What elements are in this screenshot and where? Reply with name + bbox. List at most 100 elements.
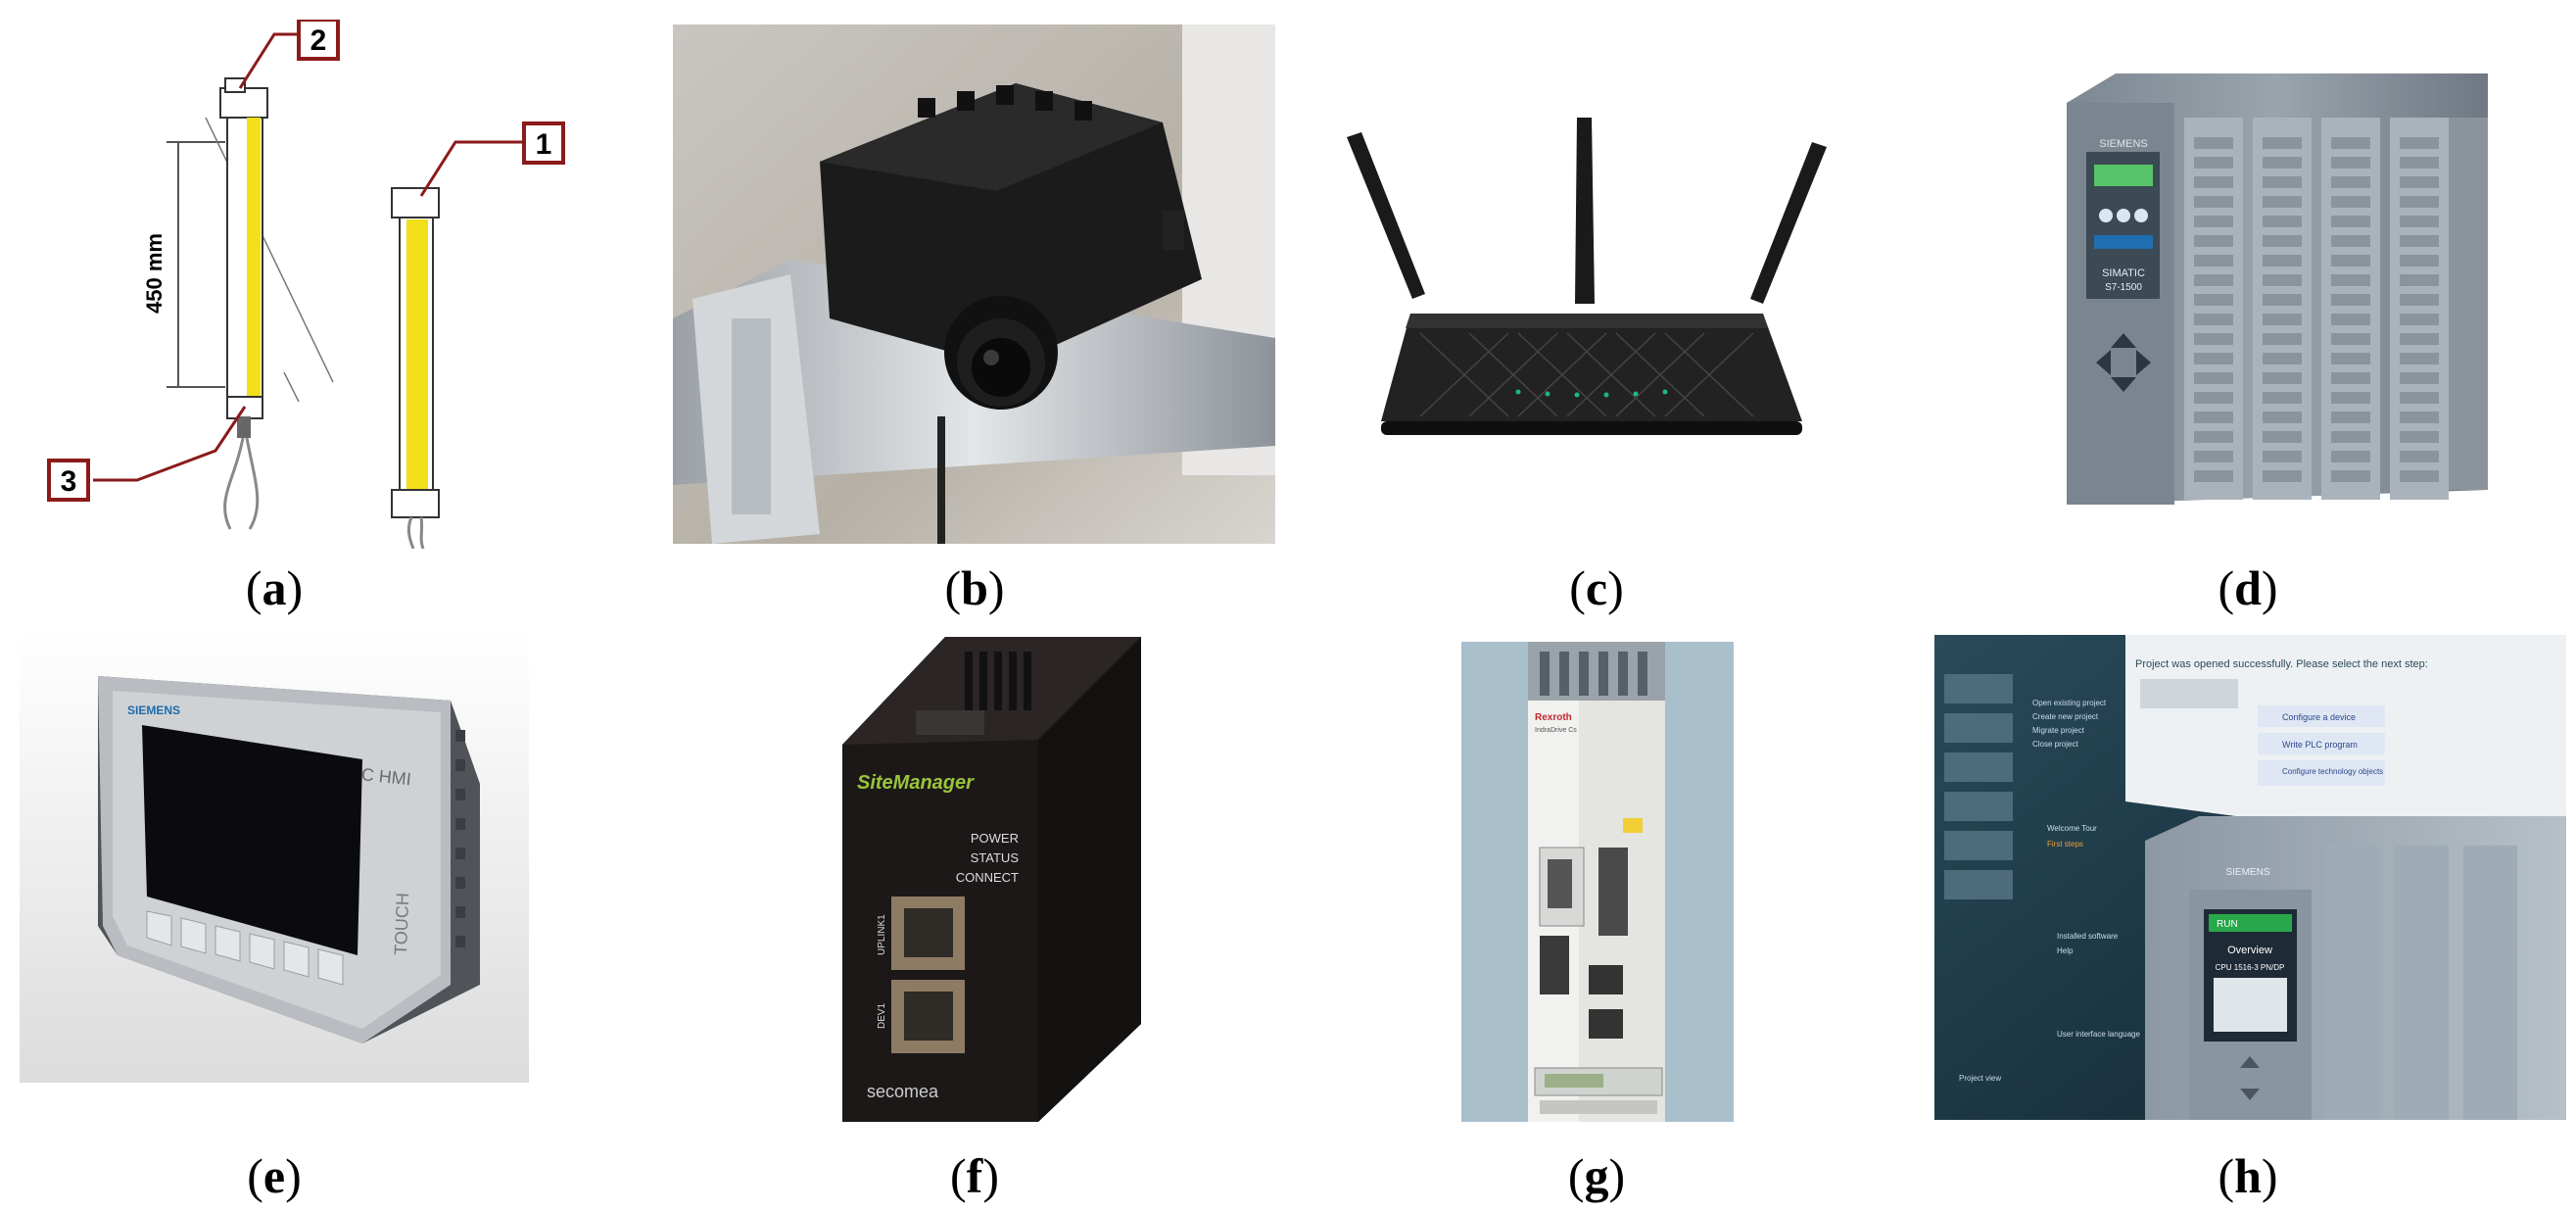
plc-terminal-slot	[2331, 176, 2370, 188]
plc-terminal-slot	[2263, 431, 2302, 443]
tia-menu-language[interactable]: User interface language	[2057, 1030, 2140, 1039]
plc-terminal-slot	[2194, 412, 2233, 423]
plc-terminal-slot	[2194, 157, 2233, 169]
plc-terminal-slot	[2263, 216, 2302, 227]
tia-menu-help[interactable]: Help	[2057, 946, 2074, 955]
plc-terminal-slot	[2194, 314, 2233, 325]
led-connect-label: CONNECT	[956, 870, 1019, 885]
dev-label: DEV1	[877, 1002, 887, 1029]
uplink-label: UPLINK1	[877, 914, 887, 955]
panel-c-router	[1342, 98, 1832, 451]
plc-terminal-slot	[2194, 235, 2233, 247]
plc-terminal-slot	[2400, 412, 2439, 423]
plc-terminal-slot	[2331, 294, 2370, 306]
plc-terminal-slot	[2263, 353, 2302, 364]
plc-terminal-slot	[2400, 372, 2439, 384]
caption-h: (h)	[2218, 1148, 2278, 1203]
plc-terminal-slot	[2263, 176, 2302, 188]
tia-menu-create[interactable]: Create new project	[2032, 712, 2099, 721]
plc-terminal-slot	[2331, 235, 2370, 247]
plc-terminal-slot	[2400, 176, 2439, 188]
plc-terminal-slot	[2263, 372, 2302, 384]
rexroth-brand: Rexroth	[1535, 712, 1572, 723]
tia-menu-welcome[interactable]: Welcome Tour	[2047, 824, 2097, 833]
plc-terminal-slot	[2263, 451, 2302, 462]
plc-terminal-slot	[2263, 157, 2302, 169]
callout-2: 2	[310, 24, 327, 57]
tia-menu-close[interactable]: Close project	[2032, 740, 2078, 749]
tia-project-view[interactable]: Project view	[1959, 1074, 2001, 1083]
tia-menu-installed[interactable]: Installed software	[2057, 932, 2119, 941]
plc-terminal-slot	[2400, 216, 2439, 227]
plc-terminal-slot	[2331, 314, 2370, 325]
plc-terminal-slot	[2400, 235, 2439, 247]
plc-brand-h: SIEMENS	[2225, 867, 2269, 878]
panel-e-hmi: SIEMENS SIMATIC HMI TOUCH	[20, 632, 529, 1083]
tia-menu-open[interactable]: Open existing project	[2032, 699, 2107, 707]
plc-terminal-slot	[2400, 392, 2439, 404]
caption-f: (f)	[950, 1148, 999, 1203]
panel-g-indradrive: Rexroth IndraDrive Cs	[1461, 642, 1734, 1122]
plc-terminal-slot	[2400, 333, 2439, 345]
caption-e: (e)	[247, 1148, 302, 1203]
plc-terminal-slot	[2331, 137, 2370, 149]
step-configure-device: Configure a device	[2282, 712, 2356, 722]
plc-terminal-slot	[2194, 470, 2233, 482]
plc-terminal-slot	[2400, 137, 2439, 149]
plc-series: S7-1500	[2105, 282, 2142, 293]
tia-menu-migrate[interactable]: Migrate project	[2032, 726, 2085, 735]
caption-a: (a)	[245, 560, 304, 615]
plc-terminal-slot	[2400, 431, 2439, 443]
plc-terminal-slot	[2400, 353, 2439, 364]
plc-terminal-slot	[2331, 157, 2370, 169]
plc-terminal-slot	[2263, 314, 2302, 325]
callout-1: 1	[536, 128, 552, 161]
indradrive-model: IndraDrive Cs	[1535, 727, 1577, 734]
plc-terminal-slot	[2194, 294, 2233, 306]
tia-headline: Project was opened successfully. Please …	[2135, 658, 2428, 670]
plc-terminal-slot	[2194, 255, 2233, 267]
plc-terminal-slot	[2400, 294, 2439, 306]
step-configure-technology: Configure technology objects	[2282, 767, 2383, 776]
plc-terminal-slot	[2263, 333, 2302, 345]
plc-terminal-slot	[2331, 431, 2370, 443]
plc-terminal-slot	[2263, 274, 2302, 286]
plc-terminal-slot	[2400, 470, 2439, 482]
plc-terminal-slot	[2331, 412, 2370, 423]
plc-terminal-slot	[2263, 470, 2302, 482]
plc-terminal-slot	[2194, 431, 2233, 443]
plc-terminal-slot	[2331, 451, 2370, 462]
plc-terminal-slot	[2194, 451, 2233, 462]
plc-terminal-slot	[2263, 196, 2302, 208]
plc-terminal-slot	[2263, 255, 2302, 267]
caption-c: (c)	[1569, 560, 1624, 615]
plc-terminal-slot	[2263, 137, 2302, 149]
plc-terminal-slot	[2194, 353, 2233, 364]
plc-terminal-slot	[2263, 235, 2302, 247]
plc-terminal-slot	[2331, 392, 2370, 404]
caption-g: (g)	[1567, 1148, 1626, 1203]
plc-terminal-slot	[2331, 372, 2370, 384]
plc-terminal-slot	[2400, 451, 2439, 462]
plc-terminal-slot	[2194, 137, 2233, 149]
plc-terminal-slot	[2331, 196, 2370, 208]
plc-terminal-slot	[2400, 255, 2439, 267]
plc-terminal-slot	[2263, 412, 2302, 423]
panel-d-plc: SIEMENS SIMATIC S7-1500	[2057, 59, 2517, 509]
plc-brand: SIEMENS	[2099, 138, 2148, 150]
sitemanager-logo: SiteManager	[857, 772, 975, 794]
plc-terminal-slot	[2194, 392, 2233, 404]
tia-menu-first-steps[interactable]: First steps	[2047, 840, 2083, 848]
panel-f-sitemanager: SiteManager POWER STATUS CONNECT UPLINK1…	[828, 632, 1151, 1127]
callout-3: 3	[61, 465, 77, 498]
led-status-label: STATUS	[971, 850, 1020, 865]
plc-terminal-slot	[2331, 353, 2370, 364]
plc-terminal-slot	[2194, 274, 2233, 286]
hmi-brand: SIEMENS	[127, 703, 180, 717]
led-power-label: POWER	[971, 831, 1019, 846]
plc-terminal-slot	[2263, 392, 2302, 404]
caption-b: (b)	[944, 560, 1005, 615]
dimension-label: 450 mm	[142, 233, 167, 314]
step-write-plc-program: Write PLC program	[2282, 740, 2358, 750]
plc-terminal-slot	[2194, 196, 2233, 208]
